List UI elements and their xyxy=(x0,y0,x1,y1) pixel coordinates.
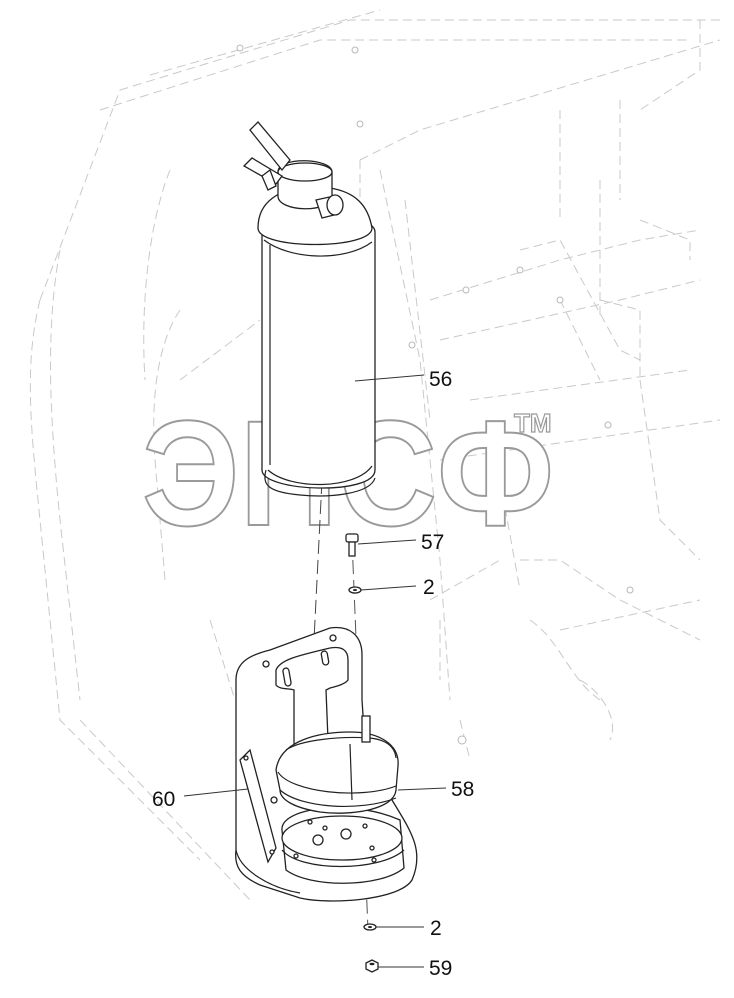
fire-extinguisher xyxy=(242,121,376,497)
callout-56: 56 xyxy=(429,368,452,391)
callout-2-upper: 2 xyxy=(423,576,435,599)
callout-labels: 56 57 2 58 60 2 59 xyxy=(152,368,474,980)
callout-57: 57 xyxy=(421,531,444,554)
leader-60 xyxy=(183,788,249,797)
callout-58: 58 xyxy=(451,778,474,801)
leader-58 xyxy=(397,787,447,791)
background-cab-structure xyxy=(29,9,721,901)
leader-lines xyxy=(183,374,447,968)
washer-upper xyxy=(348,586,362,594)
washer-lower xyxy=(363,923,377,931)
callout-2-lower: 2 xyxy=(430,917,442,940)
leader-57 xyxy=(357,539,417,545)
leader-2-upper xyxy=(360,585,417,591)
trademark-symbol: TM xyxy=(514,408,552,438)
nut xyxy=(365,959,379,973)
callout-60: 60 xyxy=(152,788,175,811)
bolt xyxy=(345,533,359,557)
clamp-strap xyxy=(275,715,399,814)
leader-56 xyxy=(354,374,425,382)
callout-59: 59 xyxy=(429,957,452,980)
background-fasteners xyxy=(236,44,634,745)
